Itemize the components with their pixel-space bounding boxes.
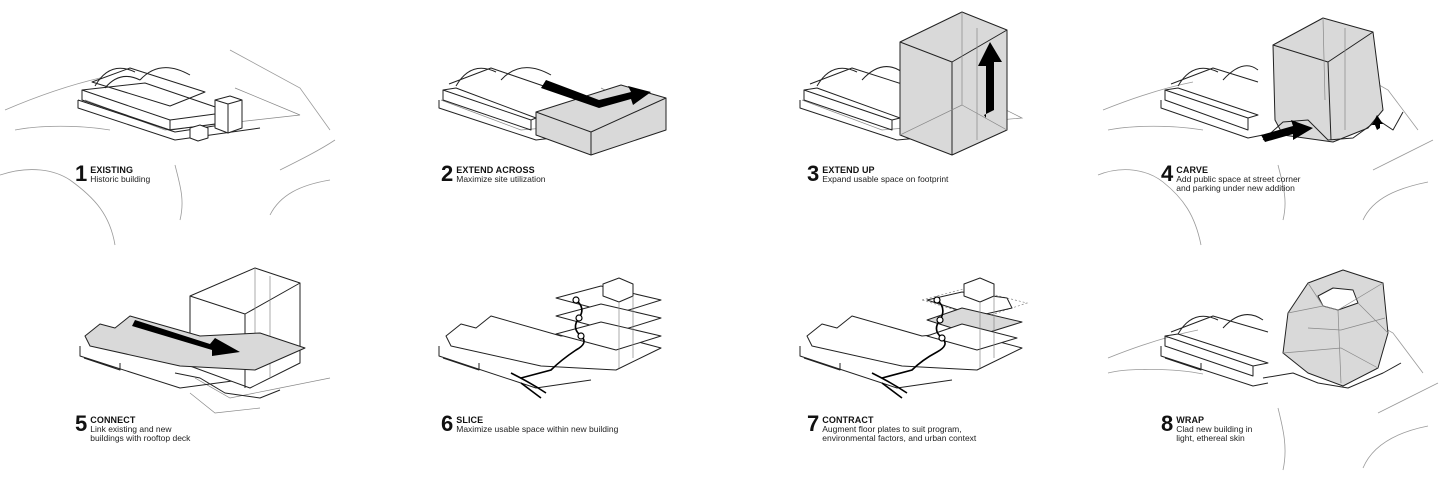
step-6-panel: 6 SLICE Maximize usable space within new… bbox=[361, 248, 722, 495]
step-title: CARVE bbox=[1176, 165, 1209, 175]
step-6-caption: 6 SLICE Maximize usable space within new… bbox=[441, 413, 618, 435]
step-title: EXTEND ACROSS bbox=[456, 165, 535, 175]
step-7-panel: 7 CONTRACT Augment floor plates to suit … bbox=[722, 248, 1083, 495]
step-number: 3 bbox=[807, 161, 820, 186]
step-number: 4 bbox=[1161, 161, 1174, 186]
step-2-panel: 2 EXTEND ACROSS Maximize site utilizatio… bbox=[361, 0, 722, 247]
step-7-drawing bbox=[799, 277, 1029, 399]
step-3-caption: 3 EXTEND UP Expand usable space on footp… bbox=[807, 163, 948, 185]
step-description: Maximize site utilization bbox=[456, 174, 546, 184]
step-title: EXISTING bbox=[90, 165, 134, 175]
step-number: 5 bbox=[75, 411, 88, 436]
step-1-drawing bbox=[0, 49, 336, 246]
step-title: EXTEND UP bbox=[822, 165, 875, 175]
connect-arrow bbox=[132, 320, 240, 356]
step-6-drawing bbox=[438, 277, 662, 399]
step-number: 6 bbox=[441, 411, 454, 436]
step-8-panel: 8 WRAP Clad new building in light, ether… bbox=[1083, 248, 1444, 495]
step-3-panel: 3 EXTEND UP Expand usable space on footp… bbox=[722, 0, 1083, 247]
extend-up-arrow bbox=[978, 42, 1002, 118]
step-number: 2 bbox=[441, 161, 454, 186]
step-3-drawing bbox=[799, 11, 1024, 156]
step-description: Expand usable space on footprint bbox=[822, 174, 949, 184]
step-1-panel: 1 EXISTING Historic building bbox=[0, 0, 361, 247]
step-number: 8 bbox=[1161, 411, 1174, 436]
step-5-drawing bbox=[79, 267, 331, 414]
carve-arrow bbox=[1261, 120, 1313, 142]
step-4-panel: 4 CARVE Add public space at street corne… bbox=[1083, 0, 1444, 247]
step-title: SLICE bbox=[456, 415, 484, 425]
step-description: Maximize usable space within new buildin… bbox=[456, 424, 619, 434]
step-2-caption: 2 EXTEND ACROSS Maximize site utilizatio… bbox=[441, 163, 546, 185]
step-number: 7 bbox=[807, 411, 820, 436]
step-8-caption: 8 WRAP Clad new building in light, ether… bbox=[1161, 413, 1252, 443]
step-description: Link existing and new buildings with roo… bbox=[90, 424, 191, 443]
step-title: CONNECT bbox=[90, 415, 136, 425]
step-5-caption: 5 CONNECT Link existing and new building… bbox=[75, 413, 190, 443]
step-description: Clad new building in light, ethereal ski… bbox=[1176, 424, 1253, 443]
extend-across-arrow bbox=[541, 80, 651, 108]
step-description: Add public space at street corner and pa… bbox=[1176, 174, 1301, 193]
step-1-caption: 1 EXISTING Historic building bbox=[75, 163, 150, 185]
step-8-drawing bbox=[1107, 269, 1439, 471]
step-7-caption: 7 CONTRACT Augment floor plates to suit … bbox=[807, 413, 976, 443]
step-title: WRAP bbox=[1176, 415, 1205, 425]
step-4-drawing bbox=[1097, 17, 1434, 246]
step-5-panel: 5 CONNECT Link existing and new building… bbox=[0, 248, 361, 495]
carve-small-arrow bbox=[1372, 115, 1383, 130]
step-description: Historic building bbox=[90, 174, 151, 184]
step-description: Augment floor plates to suit program, en… bbox=[822, 424, 977, 443]
step-title: CONTRACT bbox=[822, 415, 874, 425]
step-number: 1 bbox=[75, 161, 88, 186]
step-2-drawing bbox=[438, 67, 667, 156]
step-4-caption: 4 CARVE Add public space at street corne… bbox=[1161, 163, 1301, 193]
